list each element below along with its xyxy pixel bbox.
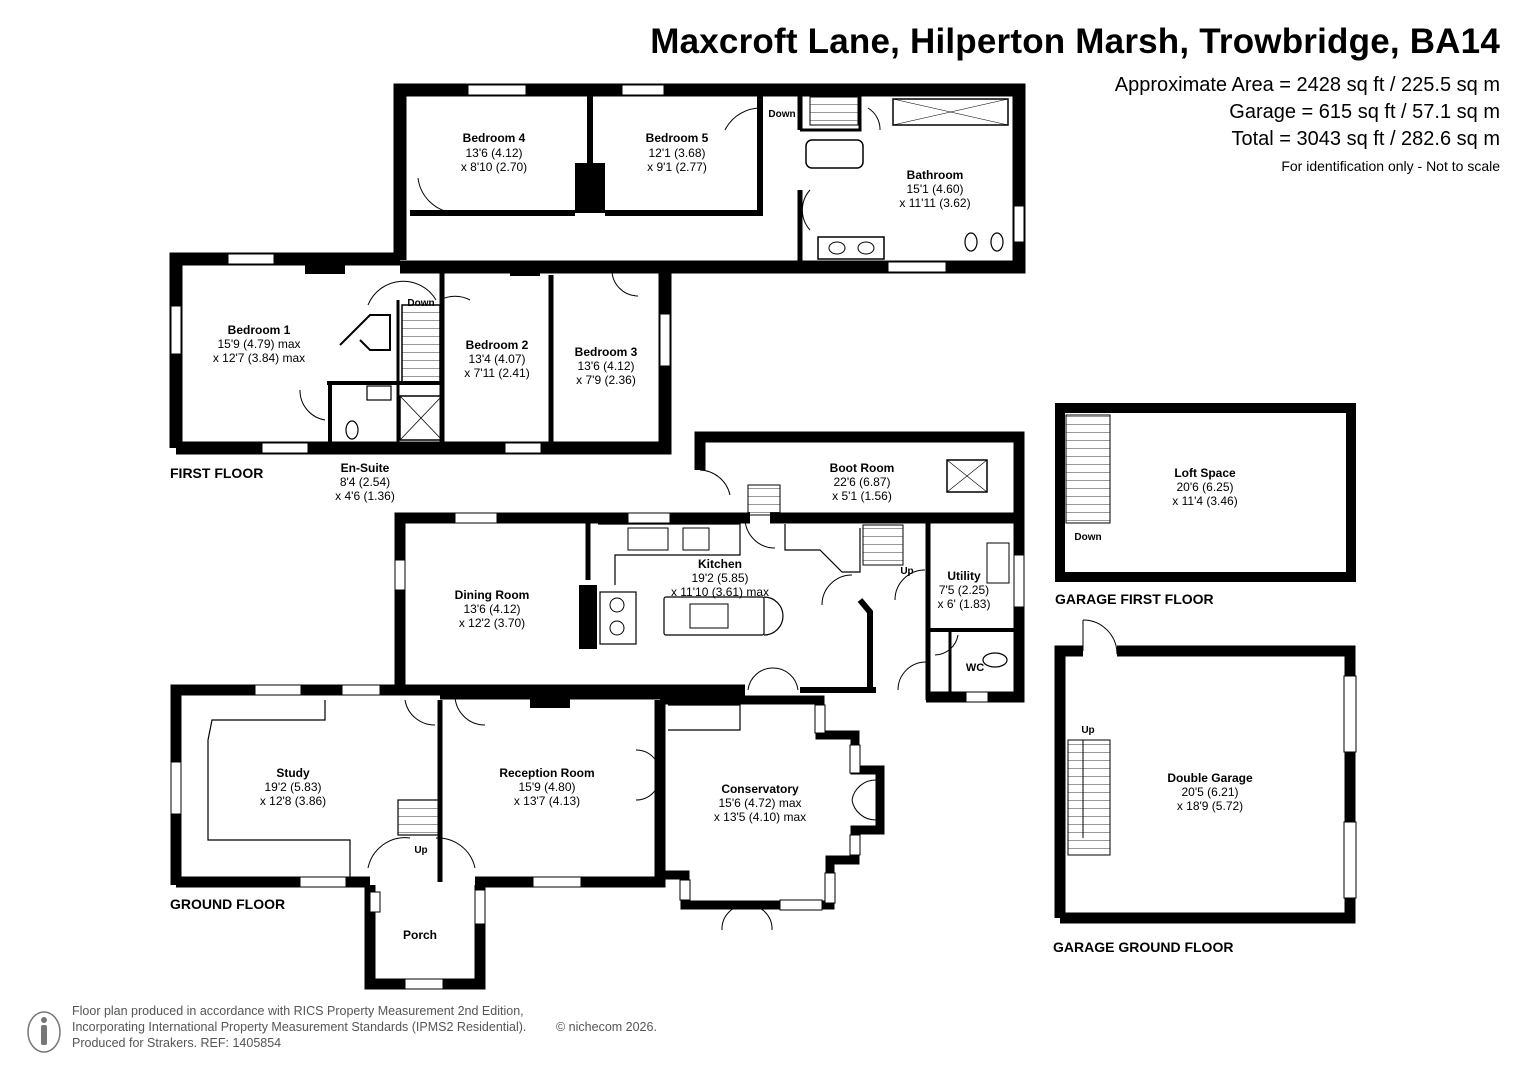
porch-label: Porch xyxy=(403,928,437,942)
footer-line1: Floor plan produced in accordance with R… xyxy=(72,1004,524,1018)
ground-floor-label: GROUND FLOOR xyxy=(170,896,285,912)
utility-dim1: 7'5 (2.25) xyxy=(939,583,989,597)
loft-dim2: x 11'4 (3.46) xyxy=(1172,494,1237,508)
first-floor-label: FIRST FLOOR xyxy=(170,465,263,481)
stair-down-label-first: Down xyxy=(407,298,434,309)
property-title: Maxcroft Lane, Hilperton Marsh, Trowbrid… xyxy=(650,22,1500,61)
bedroom1-dim1: 15'9 (4.79) max xyxy=(218,337,301,351)
ensuite-label: En-Suite xyxy=(341,461,390,475)
conservatory-dim1: 15'6 (4.72) max xyxy=(719,796,802,810)
footer-line3: Produced for Strakers. REF: 1405854 xyxy=(72,1036,282,1050)
utility-dim2: x 6' (1.83) xyxy=(938,597,991,611)
copyright-text: © nichecom 2026. xyxy=(556,1020,657,1034)
garage-dim1: 20'5 (6.21) xyxy=(1182,785,1239,799)
bedroom5-dim2: x 9'1 (2.77) xyxy=(647,160,707,174)
room-labels: Bedroom 4 13'6 (4.12) x 8'10 (2.70) Bedr… xyxy=(213,131,1253,942)
first-floor-plan xyxy=(169,83,1026,455)
identification-note: For identification only - Not to scale xyxy=(1281,158,1500,174)
bathroom-dim1: 15'1 (4.60) xyxy=(907,182,964,196)
bedroom2-dim2: x 7'11 (2.41) xyxy=(464,366,529,380)
conservatory-dim2: x 13'5 (4.10) max xyxy=(714,810,806,824)
bedroom1-label: Bedroom 1 xyxy=(228,323,291,337)
garage-area: Garage = 615 sq ft / 57.1 sq m xyxy=(1229,101,1500,123)
bathroom-label: Bathroom xyxy=(907,168,964,182)
study-dim2: x 12'8 (3.86) xyxy=(260,794,326,808)
conservatory-label: Conservatory xyxy=(721,782,799,796)
wc-label: WC xyxy=(966,662,984,674)
bedroom3-label: Bedroom 3 xyxy=(575,345,638,359)
bedroom2-label: Bedroom 2 xyxy=(466,338,529,352)
bathroom-dim2: x 11'11 (3.62) xyxy=(899,196,970,210)
stair-down-label-loft: Down xyxy=(1074,532,1101,543)
bedroom5-label: Bedroom 5 xyxy=(646,131,709,145)
ground-floor-plan xyxy=(170,431,1025,990)
kitchen-dim1: 19'2 (5.85) xyxy=(692,571,749,585)
garage-dim2: x 18'9 (5.72) xyxy=(1177,799,1243,813)
bedroom4-dim1: 13'6 (4.12) xyxy=(466,146,523,160)
dining-dim2: x 12'2 (3.70) xyxy=(459,616,525,630)
kitchen-dim2: x 11'10 (3.61) max xyxy=(671,585,769,599)
bedroom3-dim1: 13'6 (4.12) xyxy=(578,359,635,373)
stair-up-label-utility: Up xyxy=(900,566,913,577)
total-area: Total = 3043 sq ft / 282.6 sq m xyxy=(1231,128,1501,150)
stair-up-label-garage: Up xyxy=(1081,725,1094,736)
dining-label: Dining Room xyxy=(455,588,530,602)
bedroom4-dim2: x 8'10 (2.70) xyxy=(461,160,527,174)
reception-dim2: x 13'7 (4.13) xyxy=(514,794,580,808)
dining-dim1: 13'6 (4.12) xyxy=(464,602,521,616)
stair-down-label-top: Down xyxy=(768,109,795,120)
stair-labels: Down Down Up Up Down Up xyxy=(407,109,1101,856)
bootroom-label: Boot Room xyxy=(830,461,895,475)
person-logo-icon xyxy=(27,1011,61,1053)
kitchen-label: Kitchen xyxy=(698,557,742,571)
approx-area: Approximate Area = 2428 sq ft / 225.5 sq… xyxy=(1114,74,1500,96)
garage-ground-floor-label: GARAGE GROUND FLOOR xyxy=(1053,939,1233,955)
bedroom2-dim1: 13'4 (4.07) xyxy=(469,352,526,366)
floor-labels: FIRST FLOOR GROUND FLOOR GARAGE FIRST FL… xyxy=(170,465,1233,955)
reception-dim1: 15'9 (4.80) xyxy=(519,780,576,794)
bedroom3-dim2: x 7'9 (2.36) xyxy=(576,373,636,387)
bedroom1-dim2: x 12'7 (3.84) max xyxy=(213,351,305,365)
utility-label: Utility xyxy=(947,569,981,583)
garage-label: Double Garage xyxy=(1167,771,1253,785)
ensuite-dim2: x 4'6 (1.36) xyxy=(335,489,395,503)
garage-plan xyxy=(1054,403,1357,924)
stair-up-label-porch: Up xyxy=(414,845,427,856)
loft-dim1: 20'6 (6.25) xyxy=(1177,480,1234,494)
footer-line2: Incorporating International Property Mea… xyxy=(72,1020,527,1034)
bedroom5-dim1: 12'1 (3.68) xyxy=(649,146,706,160)
bootroom-dim2: x 5'1 (1.56) xyxy=(832,489,892,503)
bedroom4-label: Bedroom 4 xyxy=(463,131,526,145)
reception-label: Reception Room xyxy=(499,766,594,780)
study-dim1: 19'2 (5.83) xyxy=(265,780,322,794)
ensuite-dim1: 8'4 (2.54) xyxy=(340,475,390,489)
bootroom-dim1: 22'6 (6.87) xyxy=(834,475,891,489)
loft-label: Loft Space xyxy=(1174,466,1236,480)
garage-first-floor-label: GARAGE FIRST FLOOR xyxy=(1055,591,1214,607)
study-label: Study xyxy=(276,766,310,780)
